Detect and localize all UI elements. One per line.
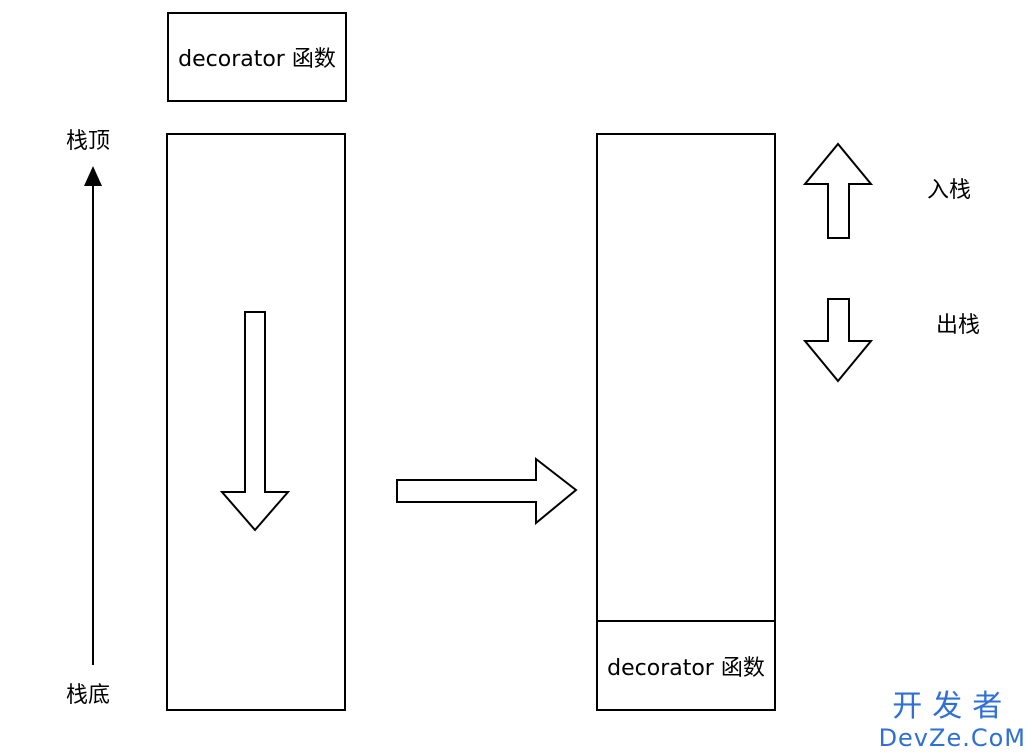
push-up-arrow xyxy=(802,142,874,239)
stack-top-label: 栈顶 xyxy=(66,129,111,154)
watermark-cn: 开发者 xyxy=(892,689,1013,724)
decorator-function-box-bottom: decorator 函数 xyxy=(596,620,776,711)
down-block-arrow-left xyxy=(219,311,291,532)
decorator-function-box-top: decorator 函数 xyxy=(167,12,347,102)
right-block-arrow xyxy=(396,456,578,526)
pop-down-arrow xyxy=(802,298,874,383)
stack-right xyxy=(596,133,776,711)
watermark-logo: 开发者 DevZe.CoM xyxy=(878,689,1026,752)
stack-direction-arrow xyxy=(84,166,102,665)
watermark-en: DevZe.CoM xyxy=(878,724,1026,752)
pop-label: 出栈 xyxy=(936,313,981,338)
decorator-function-label-top: decorator 函数 xyxy=(178,47,336,72)
push-label: 入栈 xyxy=(927,178,972,203)
stack-bottom-label: 栈底 xyxy=(66,683,111,708)
decorator-function-label-bottom: decorator 函数 xyxy=(607,655,765,681)
